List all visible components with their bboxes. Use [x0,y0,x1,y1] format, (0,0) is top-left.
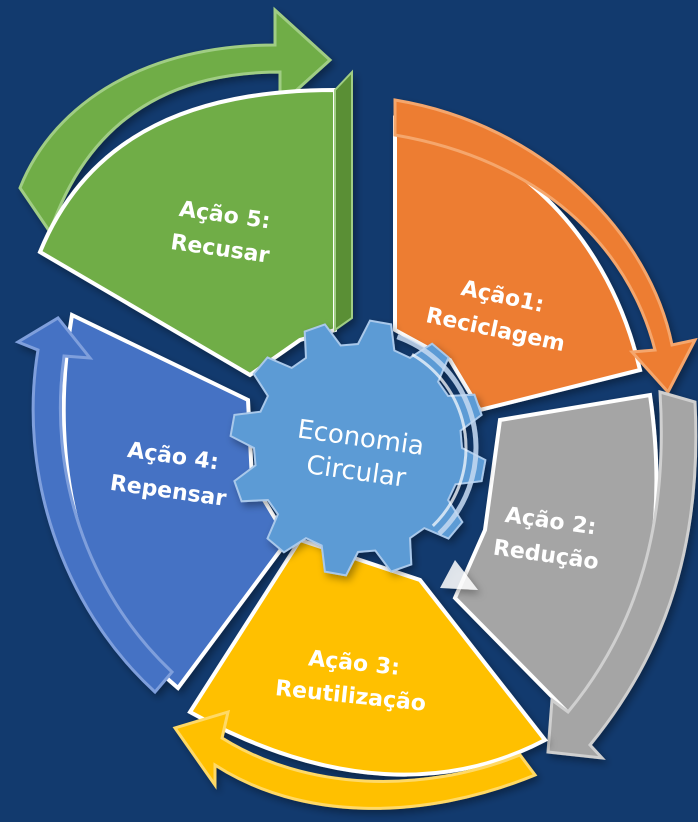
segment-repensar-arrow [14,316,175,695]
segment-reciclagem-arrow [393,98,698,395]
segment-reutilizacao-arrow [172,709,538,810]
hub-arrow-icon [440,560,478,590]
segment-reutilizacao: Ação 3: Reutilização [172,537,549,810]
segment-recusar-body [37,87,337,378]
gear-icon [229,319,487,577]
hub: Economia Circular [229,319,487,590]
segment-reciclagem: Ação1: Reciclagem [393,98,698,413]
segment-recusar-arrow [18,6,333,236]
segment-reutilizacao-body [187,537,549,777]
hub-ring [237,327,479,569]
segment-recusar-side [334,69,353,332]
segment-repensar: Ação 4: Repensar [14,312,291,695]
segment-reducao-arrow [546,389,698,760]
segment-reducao: Ação 2: Redução [452,389,698,760]
segment-recusar: Ação 5: Recusar [18,6,353,378]
